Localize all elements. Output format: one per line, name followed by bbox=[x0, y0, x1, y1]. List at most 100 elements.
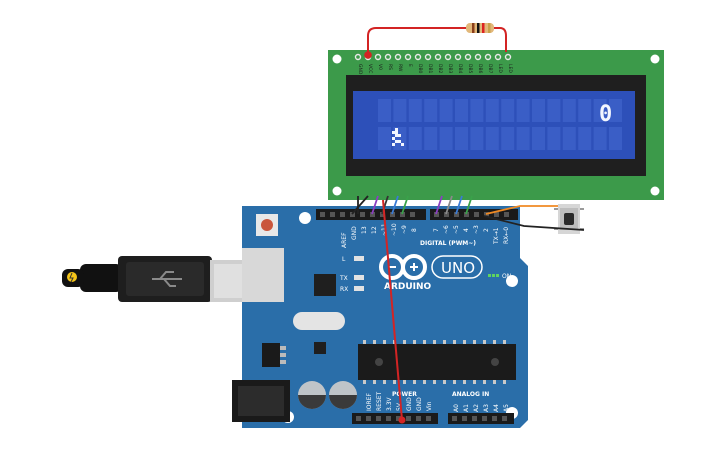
analog-header-label: ANALOG IN bbox=[452, 391, 489, 398]
pin-11-label: ~11 bbox=[381, 223, 388, 236]
wire-purple bbox=[371, 195, 379, 215]
lcd-pin-db3: DB3 bbox=[447, 64, 453, 74]
brand-label: ARDUINO bbox=[384, 282, 432, 292]
wire-black bbox=[351, 195, 369, 215]
lcd-cell bbox=[532, 127, 545, 150]
pin-1-label: TX→1 bbox=[493, 227, 500, 245]
led-rx-label: RX bbox=[340, 286, 348, 293]
led-tx-label: TX bbox=[339, 275, 348, 282]
pin-4-label: 4 bbox=[463, 228, 470, 232]
pin-8-label: 8 bbox=[411, 228, 418, 232]
digital-header-label: DIGITAL (PWM~) bbox=[420, 240, 476, 247]
arduino-board[interactable]: L TX RX ARDUINO UNO ON bbox=[232, 206, 528, 428]
lcd-pin-db4: DB4 bbox=[457, 64, 463, 74]
lcd-cell bbox=[547, 99, 561, 122]
led-tx bbox=[354, 275, 364, 280]
pin-7-label: 7 bbox=[433, 228, 440, 232]
gnd-label: GND bbox=[351, 226, 358, 240]
atmega-chip bbox=[358, 340, 516, 384]
lcd-cell bbox=[516, 127, 530, 150]
ioref-label: IOREF bbox=[366, 393, 373, 411]
lcd-cell bbox=[547, 127, 561, 150]
lcd-cell bbox=[424, 99, 438, 122]
lcd-row1-value: 0 bbox=[599, 102, 612, 127]
pin-3-label: ~3 bbox=[473, 225, 480, 234]
vin-label: Vin bbox=[426, 401, 433, 411]
lcd-pin-led-2: LED bbox=[507, 64, 513, 73]
usb-chip bbox=[314, 274, 336, 296]
lcd-pin-db2: DB2 bbox=[437, 64, 443, 74]
lcd-pin-led-1: LED bbox=[497, 64, 503, 73]
lcd-cell bbox=[439, 99, 453, 122]
wire-green bbox=[401, 195, 409, 215]
lcd-module[interactable]: GND VCC V0 RS RW E DB0 DB1 DB2 DB3 DB4 D… bbox=[328, 50, 664, 200]
power-jack bbox=[232, 380, 290, 422]
lcd-cell bbox=[424, 127, 438, 150]
a4-label: A4 bbox=[493, 404, 500, 412]
lcd-cell bbox=[501, 127, 515, 150]
lcd-cell bbox=[593, 99, 607, 122]
gnd-label-1: GND bbox=[406, 397, 413, 411]
lcd-pin-e: E bbox=[407, 64, 413, 67]
pin-6-label: ~6 bbox=[443, 225, 450, 234]
wires[interactable] bbox=[351, 195, 585, 424]
pin-12-label: 12 bbox=[371, 226, 378, 234]
a0-label: A0 bbox=[453, 404, 460, 412]
wire-green bbox=[465, 195, 473, 215]
reset-button[interactable] bbox=[256, 214, 278, 236]
lcd-pin-db0: DB0 bbox=[417, 64, 423, 74]
on-label: ON bbox=[502, 273, 511, 280]
lcd-cell bbox=[455, 99, 468, 122]
lcd-cell bbox=[470, 99, 484, 122]
lcd-cell bbox=[485, 127, 499, 150]
model-badge bbox=[431, 255, 483, 279]
resistor[interactable] bbox=[364, 23, 507, 59]
pin-13-label: 13 bbox=[361, 226, 368, 234]
lcd-cell-grid bbox=[378, 99, 622, 150]
pin-10-label: ~10 bbox=[391, 223, 398, 236]
lcd-pin-db6: DB6 bbox=[477, 64, 483, 74]
lcd-pin-db5: DB5 bbox=[467, 64, 473, 74]
lcd-cell bbox=[439, 127, 453, 150]
analog-header[interactable] bbox=[448, 413, 514, 424]
lcd-cell bbox=[408, 127, 422, 150]
led-rx bbox=[354, 286, 364, 291]
a1-label: A1 bbox=[463, 404, 470, 412]
lcd-cell bbox=[609, 127, 622, 150]
usb-icon bbox=[152, 271, 182, 287]
wire-orange bbox=[485, 205, 558, 215]
lcd-cell bbox=[532, 99, 545, 122]
lcd-cell bbox=[455, 127, 468, 150]
lcd-pin-vcc: VCC bbox=[367, 64, 373, 73]
crystal bbox=[293, 312, 345, 330]
lcd-pin-rw: RW bbox=[397, 64, 403, 72]
lcd-cell bbox=[516, 99, 530, 122]
led-l bbox=[354, 256, 364, 261]
power-header[interactable] bbox=[352, 413, 438, 424]
usb-port bbox=[242, 248, 284, 302]
wire-gray bbox=[445, 195, 453, 215]
pin-5-label: ~5 bbox=[453, 225, 460, 234]
lcd-cell bbox=[470, 127, 484, 150]
lightning-icon bbox=[67, 272, 77, 283]
character-sprite-icon bbox=[392, 128, 404, 146]
a3-label: A3 bbox=[483, 404, 490, 412]
lcd-pin-rs: RS bbox=[387, 64, 393, 70]
wire-purple bbox=[435, 195, 443, 215]
pin-9-label: ~9 bbox=[401, 225, 408, 234]
wire-endpoint bbox=[398, 416, 406, 424]
usb-cable[interactable] bbox=[62, 256, 260, 302]
voltage-regulator bbox=[262, 343, 286, 367]
lcd-pin-v0: V0 bbox=[377, 64, 383, 70]
lcd-cell bbox=[408, 99, 422, 122]
wire-red bbox=[382, 199, 403, 421]
lcd-cell bbox=[501, 99, 515, 122]
wire-blue bbox=[391, 195, 399, 215]
reset-label: RESET bbox=[376, 391, 383, 411]
a5-label: A5 bbox=[503, 404, 510, 412]
pin-0-label: RX←0 bbox=[503, 227, 510, 244]
lcd-cell bbox=[578, 127, 592, 150]
lcd-cell bbox=[562, 99, 576, 122]
wire-blue bbox=[455, 195, 463, 215]
